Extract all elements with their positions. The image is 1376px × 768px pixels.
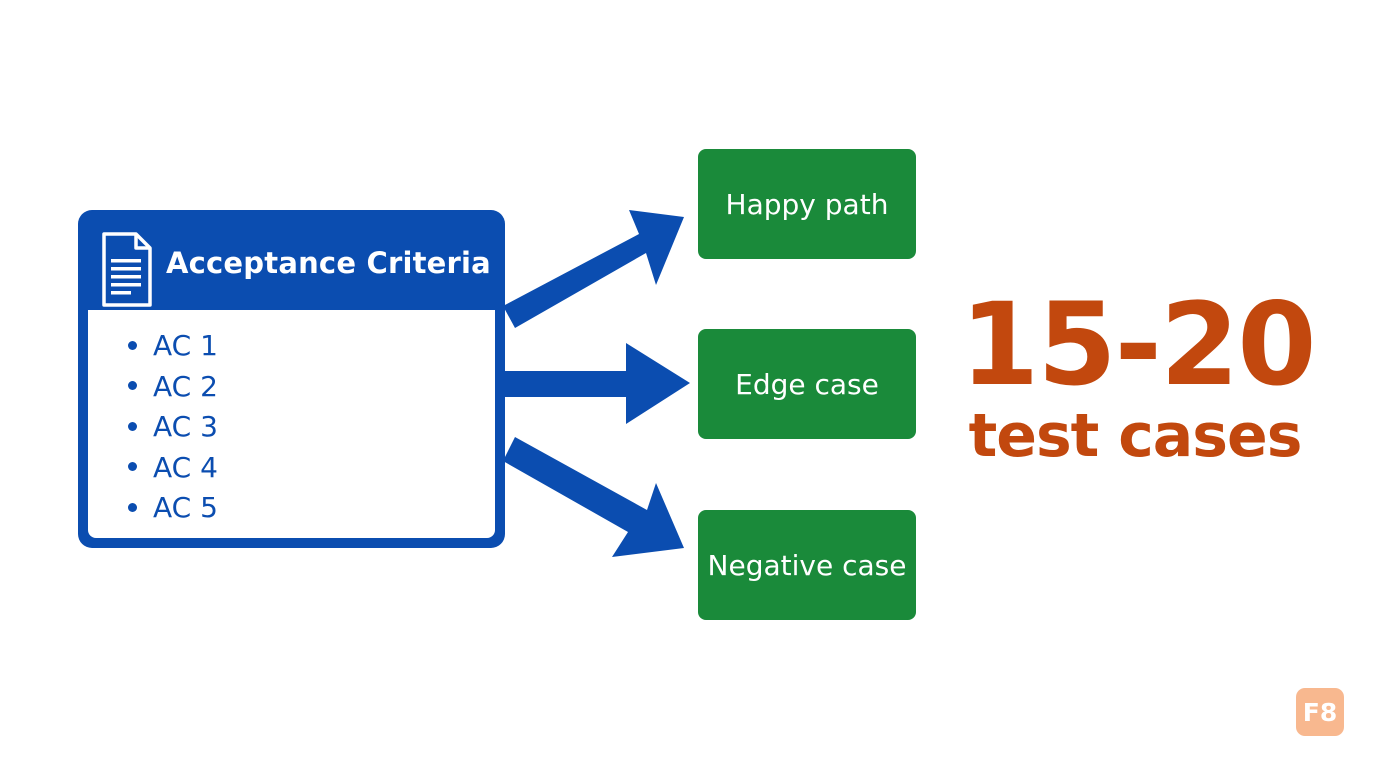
criteria-item-label: AC 1: [153, 329, 218, 362]
bullet-icon: [128, 421, 137, 431]
criteria-item-label: AC 2: [153, 369, 218, 403]
negative-case-box: Negative case: [698, 510, 916, 620]
bullet-icon: [128, 462, 137, 471]
happy-path-box: Happy path: [698, 149, 916, 259]
arrow-to-happy-path: [503, 210, 684, 328]
criteria-item: AC 3: [128, 407, 218, 448]
f8-logo-badge: F8: [1296, 688, 1344, 736]
criteria-item: AC 5: [128, 488, 218, 529]
card-title: Acceptance Criteria: [166, 246, 491, 280]
bullet-icon: [128, 340, 137, 350]
acceptance-criteria-card: Acceptance Criteria AC 1 AC 2 AC 3 AC 4 …: [78, 210, 505, 548]
criteria-list-panel: AC 1 AC 2 AC 3 AC 4 AC 5: [88, 310, 495, 538]
bullet-icon: [128, 381, 137, 390]
edge-case-box: Edge case: [698, 329, 916, 439]
criteria-list: AC 1 AC 2 AC 3 AC 4 AC 5: [128, 326, 218, 529]
criteria-item-label: AC 3: [153, 410, 218, 443]
test-case-count: 15-20 test cases: [960, 278, 1317, 471]
criteria-item: AC 2: [128, 367, 218, 408]
count-number: 15-20: [960, 278, 1317, 411]
card-header: Acceptance Criteria: [78, 210, 505, 310]
document-icon: [102, 232, 152, 307]
criteria-item-label: AC 5: [153, 491, 218, 524]
arrow-to-negative-case: [503, 437, 684, 557]
count-label: test cases: [968, 401, 1303, 471]
bullet-icon: [128, 502, 137, 512]
criteria-item-label: AC 4: [153, 450, 218, 484]
criteria-item: AC 4: [128, 448, 218, 489]
arrow-to-edge-case: [505, 343, 690, 424]
criteria-item: AC 1: [128, 326, 218, 367]
